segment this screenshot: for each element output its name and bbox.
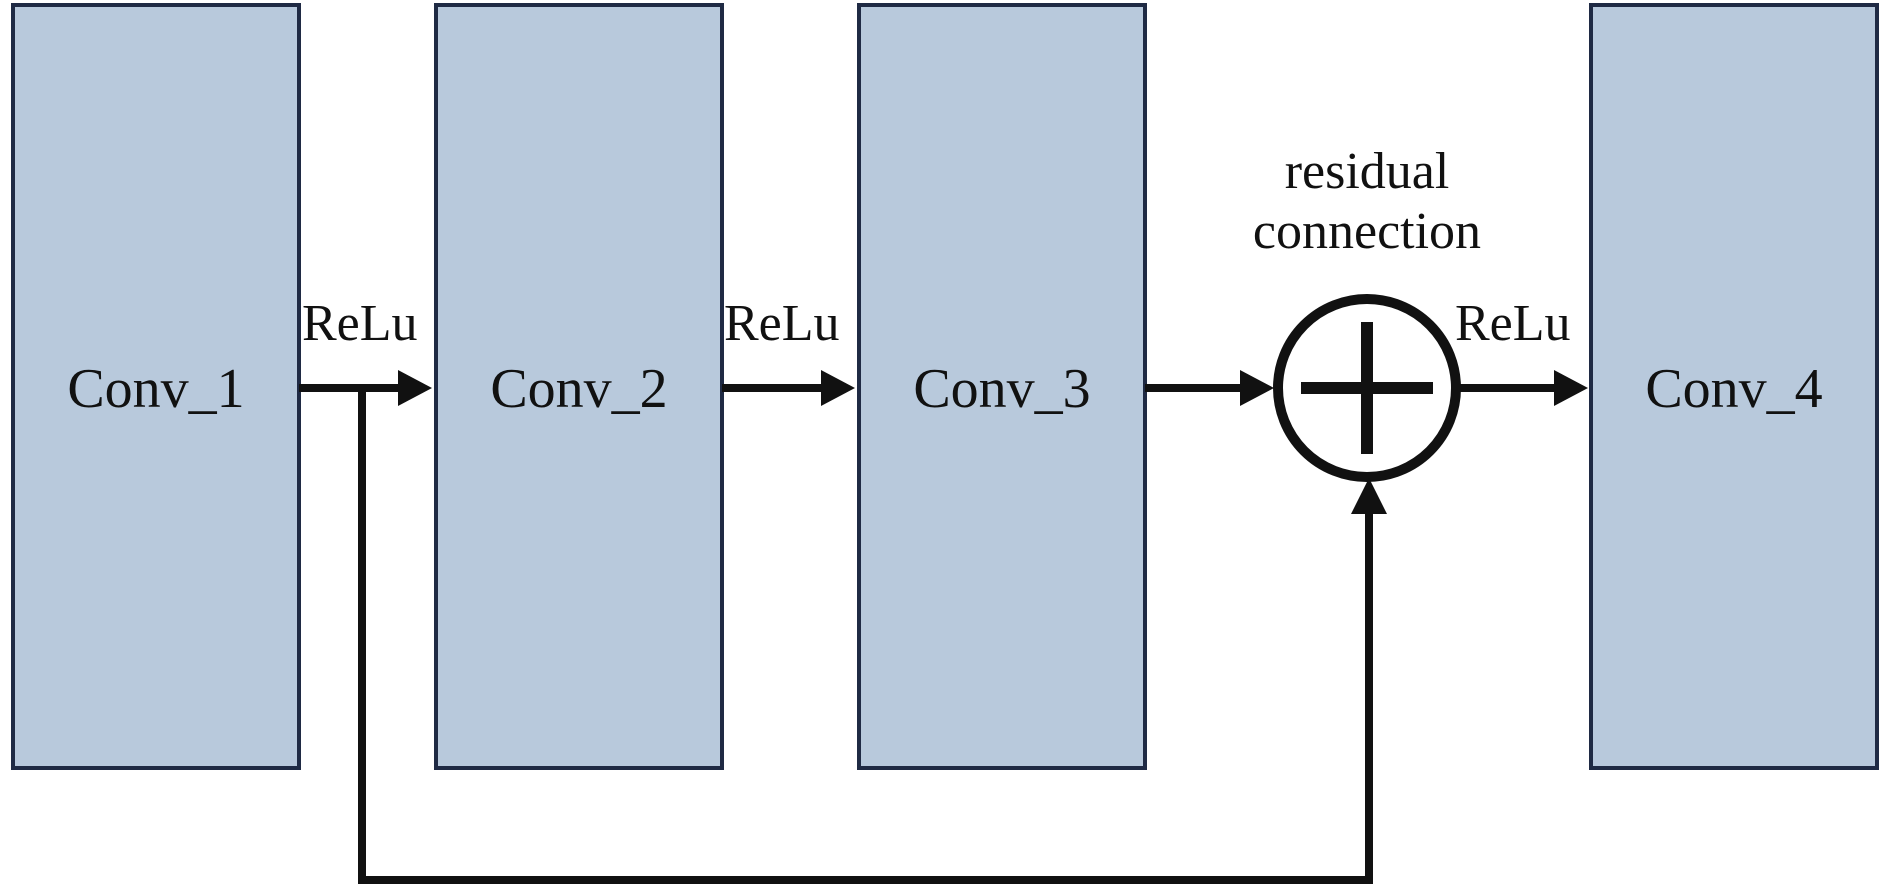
conv-2-block bbox=[434, 3, 724, 770]
arrow-conv1-conv2-head bbox=[398, 370, 432, 406]
skip-connection-head bbox=[1351, 478, 1387, 514]
arrow-conv3-sum-head bbox=[1240, 370, 1274, 406]
conv-3-label: Conv_3 bbox=[913, 358, 1090, 420]
conv-1-block bbox=[11, 3, 301, 770]
conv-2-label: Conv_2 bbox=[490, 358, 667, 420]
relu-2-label: ReLu bbox=[724, 295, 840, 352]
relu-1-label: ReLu bbox=[302, 295, 418, 352]
skip-connection-path bbox=[358, 388, 1373, 884]
relu-3-label: ReLu bbox=[1455, 295, 1571, 352]
conv-1-label: Conv_1 bbox=[67, 358, 244, 420]
conv-4-label: Conv_4 bbox=[1645, 358, 1822, 420]
conv-4-block bbox=[1589, 3, 1879, 770]
arrow-conv2-conv3-head bbox=[821, 370, 855, 406]
residual-label-line2: connection bbox=[1253, 203, 1481, 260]
arrow-sum-conv4-head bbox=[1554, 370, 1588, 406]
conv-3-block bbox=[857, 3, 1147, 770]
residual-label-line1: residual bbox=[1285, 143, 1450, 200]
